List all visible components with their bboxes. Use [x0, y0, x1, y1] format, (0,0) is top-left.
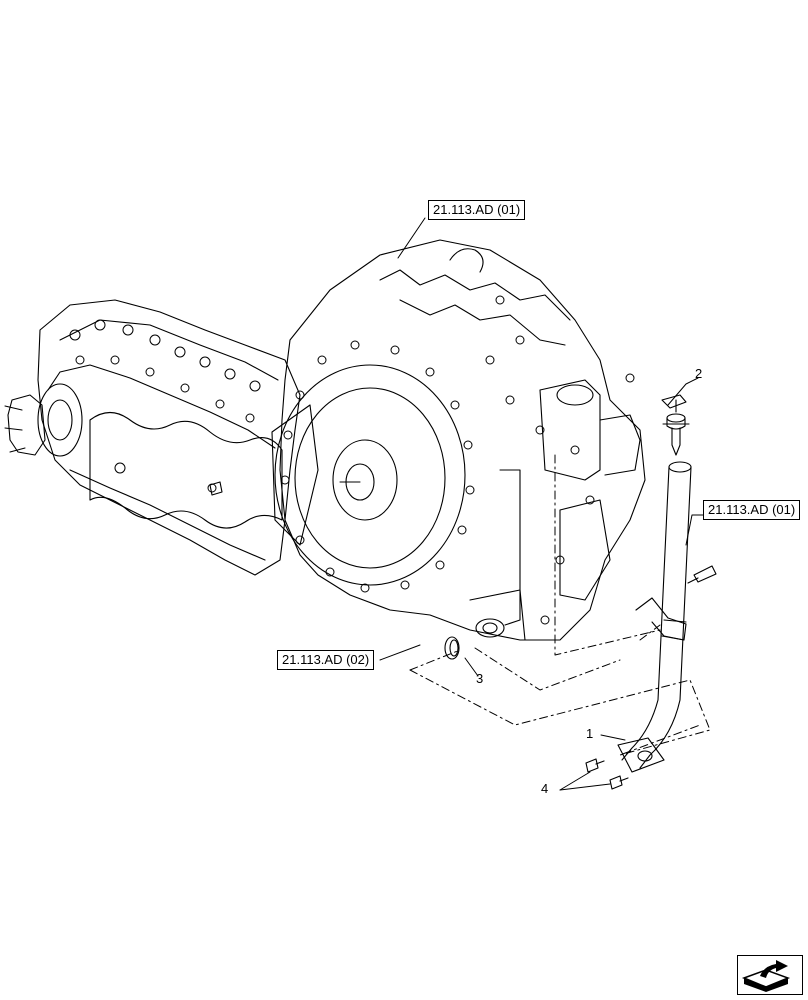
dipstick-tube — [617, 461, 692, 773]
reference-callout-right[interactable]: 21.113.AD (01) — [703, 500, 801, 520]
reference-callout-top[interactable]: 21.113.AD (01) — [428, 200, 526, 220]
forward-arrow-icon-graphic — [741, 960, 791, 992]
forward-arrow-icon[interactable] — [737, 955, 803, 995]
leader-lines — [379, 217, 706, 791]
transmission-housing — [209, 239, 646, 641]
bell-housing-bolts — [280, 340, 475, 593]
torque-converter — [274, 364, 466, 586]
flange-bolts — [585, 758, 629, 790]
housing-bolts — [69, 319, 261, 493]
oil-port — [475, 618, 505, 638]
item-number-2: 2 — [695, 366, 703, 381]
o-ring-seal — [444, 636, 460, 660]
phantom-lines — [409, 454, 711, 756]
tube-clamp-bolt — [687, 565, 717, 584]
transfer-case-housing — [4, 299, 301, 576]
item-number-4: 4 — [541, 781, 549, 796]
reference-callout-bottom[interactable]: 21.113.AD (02) — [277, 650, 375, 670]
dipstick-cap — [661, 394, 690, 456]
item-number-3: 3 — [476, 671, 484, 686]
item-number-1: 1 — [586, 726, 594, 741]
